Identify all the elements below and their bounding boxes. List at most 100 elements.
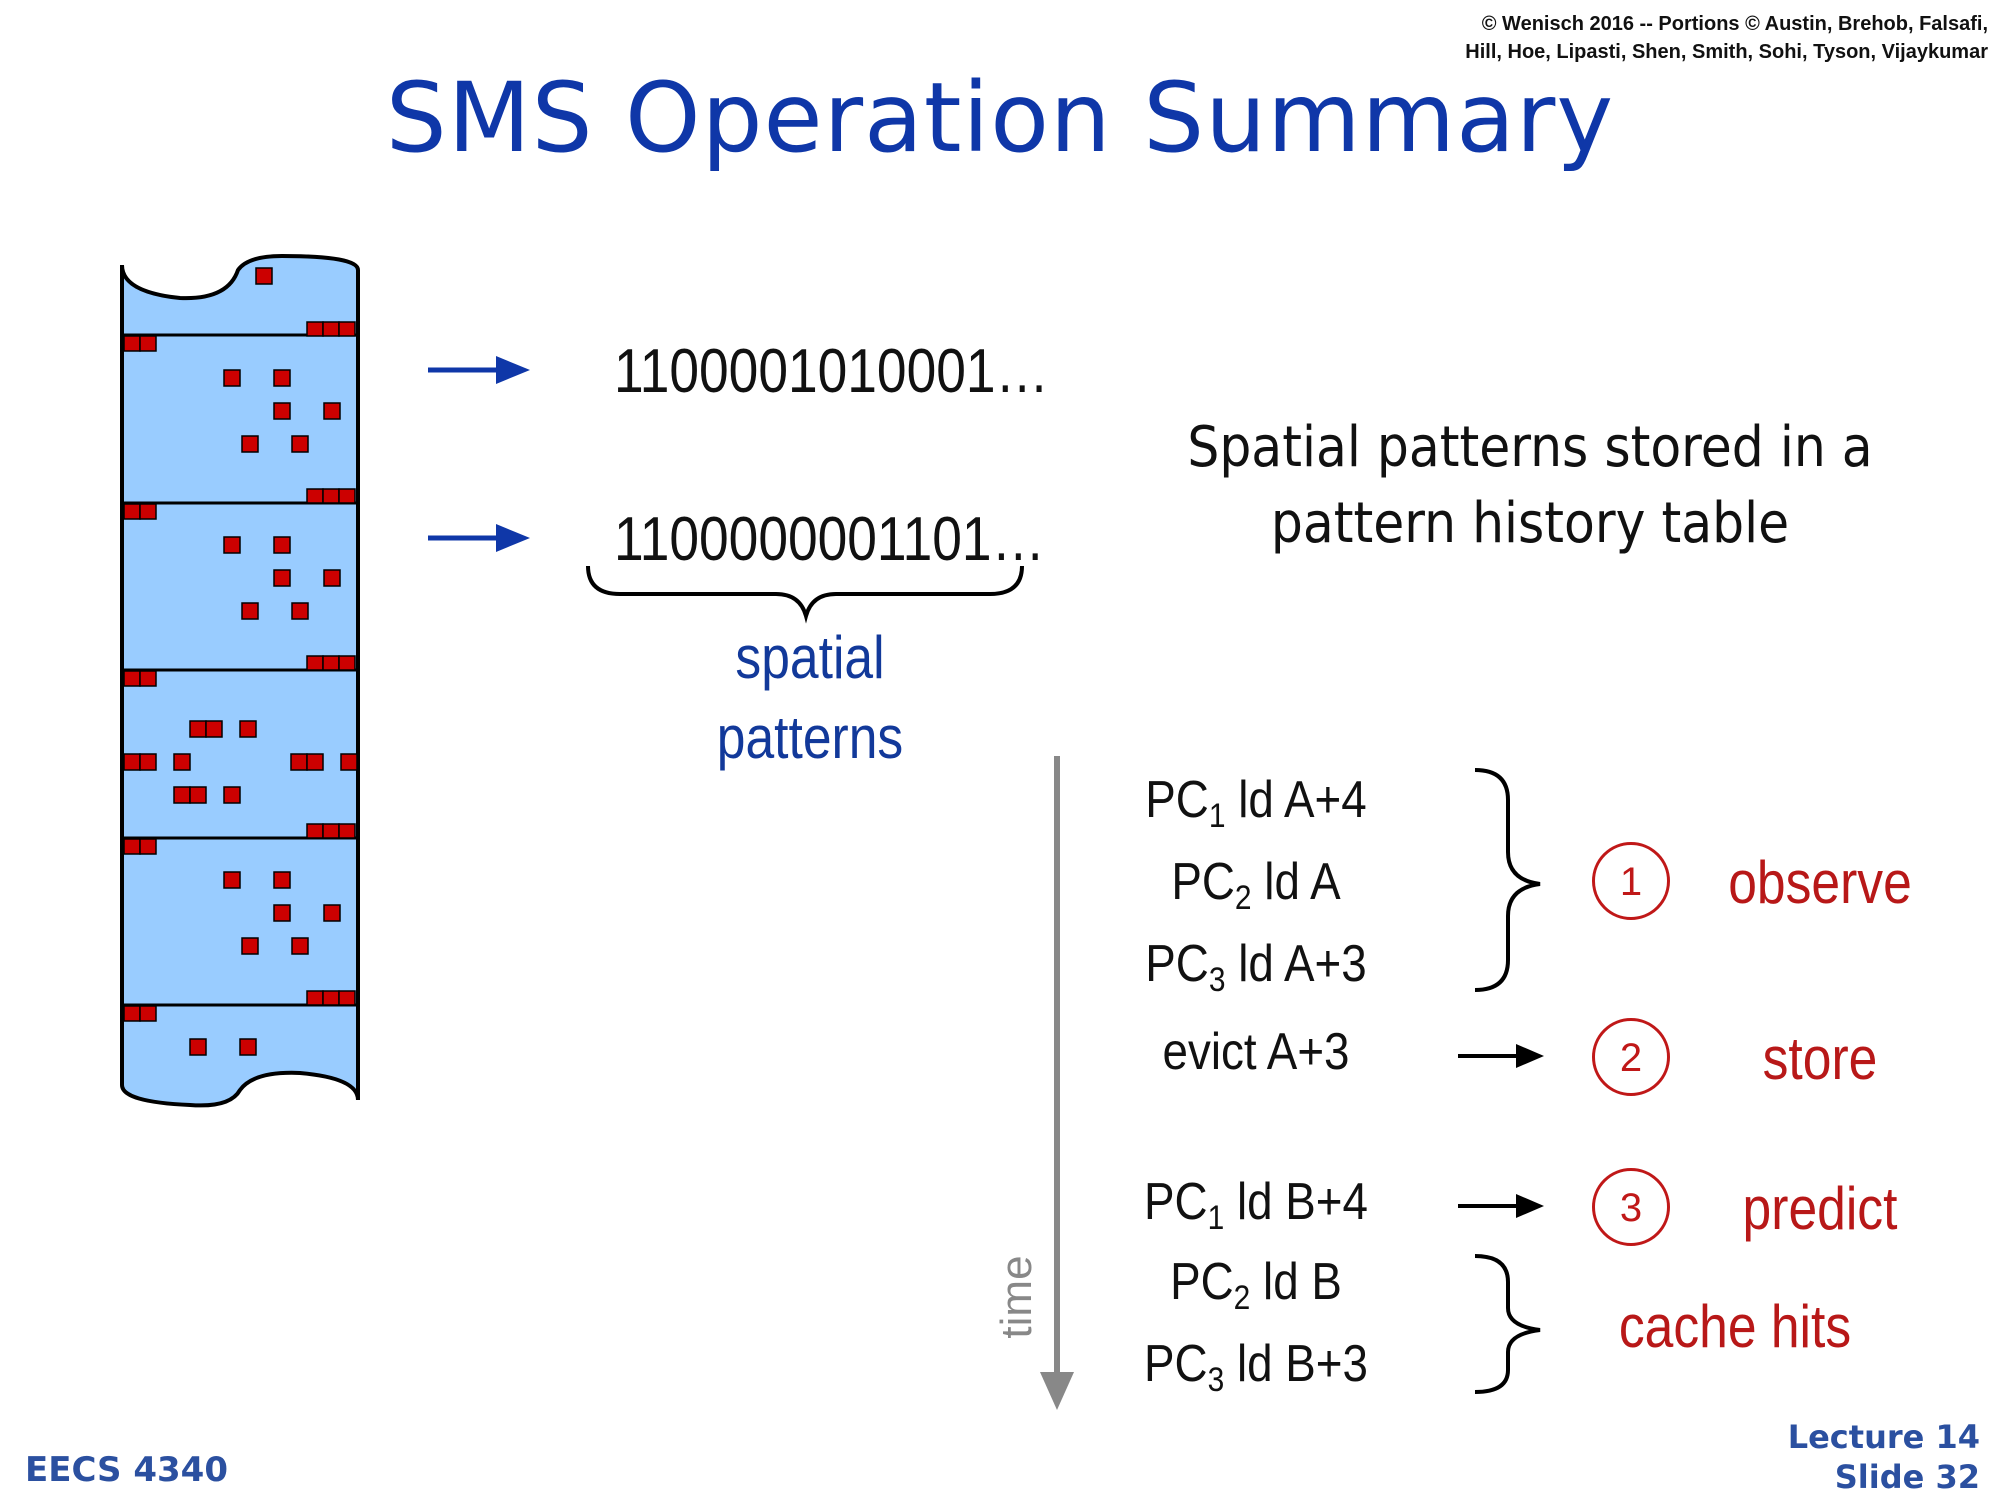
accessed-block [273, 402, 291, 420]
instruction-op: ld A+3 [1225, 935, 1367, 993]
pattern-brace [586, 565, 1024, 624]
accessed-block [338, 823, 356, 839]
accessed-block [338, 990, 356, 1006]
copyright-line-2: Hill, Hoe, Lipasti, Shen, Smith, Sohi, T… [1465, 41, 1988, 63]
accessed-block [306, 321, 324, 337]
arrow-head-icon [496, 524, 530, 552]
accessed-block [241, 602, 259, 620]
accessed-block [306, 823, 324, 839]
accessed-block [123, 503, 141, 520]
accessed-blocks [123, 267, 358, 1056]
accessed-block [139, 335, 157, 352]
accessed-block [273, 904, 291, 922]
accessed-block [273, 536, 291, 554]
pc-text: PC [1144, 1335, 1208, 1393]
description-line-1: Spatial patterns stored in a [1187, 415, 1873, 480]
cache-hits-brace [1474, 1254, 1541, 1394]
arrow-head-icon [1516, 1044, 1544, 1068]
step-3-circle: 3 [1592, 1168, 1670, 1246]
accessed-block [123, 335, 141, 352]
copyright-line-1: © Wenisch 2016 -- Portions © Austin, Bre… [1481, 13, 1988, 35]
accessed-block [273, 369, 291, 387]
course-label: EECS 4340 [25, 1450, 228, 1490]
time-arrow-head-icon [1040, 1372, 1074, 1410]
accessed-block [290, 753, 308, 771]
spatial-pattern-1: 1100001010001… [614, 337, 1049, 406]
accessed-block [139, 753, 157, 771]
accessed-block [173, 753, 191, 771]
observe-brace [1474, 768, 1541, 992]
time-label: time [992, 1255, 1041, 1339]
instruction-pc2-ld-a: PC2 ld A [1089, 852, 1423, 918]
pc-text: PC [1145, 935, 1209, 993]
step-store-label: store [1762, 1025, 1878, 1092]
accessed-block [340, 753, 358, 771]
accessed-block [205, 720, 223, 738]
accessed-block [338, 488, 356, 504]
accessed-block [139, 503, 157, 520]
lecture-number: Lecture 14 [1787, 1418, 1980, 1456]
memory-strip [120, 253, 360, 1108]
accessed-block [255, 267, 273, 285]
pc-text: PC [1171, 853, 1235, 911]
arrow-head-icon [1516, 1194, 1544, 1218]
accessed-block [306, 488, 324, 504]
memory-strip-body [120, 253, 360, 1108]
accessed-block [338, 321, 356, 337]
accessed-block [139, 1005, 157, 1022]
description-line-2: pattern history table [1270, 491, 1790, 556]
pc-subscript: 3 [1208, 961, 1226, 999]
accessed-block [291, 937, 309, 955]
instruction-pc1-ld-b4: PC1 ld B+4 [1089, 1172, 1423, 1238]
spatial-patterns-label: spatial patterns [664, 618, 956, 778]
accessed-block [322, 655, 340, 671]
instruction-op: ld B [1250, 1253, 1342, 1311]
pc-subscript: 3 [1207, 1361, 1225, 1399]
accessed-block [123, 838, 141, 855]
pc-subscript: 1 [1208, 797, 1226, 835]
accessed-block [173, 786, 191, 804]
step-predict-label: predict [1742, 1175, 1898, 1242]
step-observe-label: observe [1728, 849, 1912, 916]
accessed-block [291, 602, 309, 620]
accessed-block [139, 670, 157, 687]
spatial-patterns-label-line-1: spatial [735, 624, 885, 691]
accessed-block [273, 569, 291, 587]
step-arrows [1458, 1044, 1544, 1218]
instruction-pc3-ld-b3: PC3 ld B+3 [1089, 1334, 1423, 1400]
instruction-evict-a3: evict A+3 [1162, 1023, 1350, 1081]
pc-subscript: 1 [1207, 1199, 1225, 1237]
pc-subscript: 2 [1233, 1279, 1251, 1317]
accessed-block [322, 990, 340, 1006]
arrow-head-icon [496, 356, 530, 384]
accessed-block [306, 990, 324, 1006]
pc-text: PC [1145, 771, 1209, 829]
accessed-block [273, 871, 291, 889]
accessed-block [223, 871, 241, 889]
accessed-block [306, 655, 324, 671]
accessed-block [323, 569, 341, 587]
accessed-block [306, 753, 324, 771]
lecture-slide-info: Lecture 14 Slide 32 [1788, 1417, 1980, 1497]
accessed-block [189, 786, 207, 804]
instruction-pc2-ld-b: PC2 ld B [1089, 1252, 1423, 1318]
accessed-block [322, 823, 340, 839]
accessed-block [223, 369, 241, 387]
cache-hits-label: cache hits [1618, 1293, 1852, 1360]
slide-title: SMS Operation Summary [385, 62, 1615, 174]
accessed-block [239, 1038, 257, 1056]
accessed-block [291, 435, 309, 453]
pc-text: PC [1170, 1253, 1234, 1311]
accessed-block [223, 536, 241, 554]
accessed-block [139, 838, 157, 855]
accessed-block [123, 670, 141, 687]
step-1-circle: 1 [1592, 842, 1670, 920]
instruction-op: ld A+4 [1225, 771, 1367, 829]
pattern-arrows [428, 356, 530, 552]
time-axis [1040, 756, 1074, 1410]
accessed-block [189, 1038, 207, 1056]
pattern-table-description: Spatial patterns stored in a pattern his… [1170, 410, 1890, 562]
accessed-block [241, 435, 259, 453]
accessed-block [323, 904, 341, 922]
